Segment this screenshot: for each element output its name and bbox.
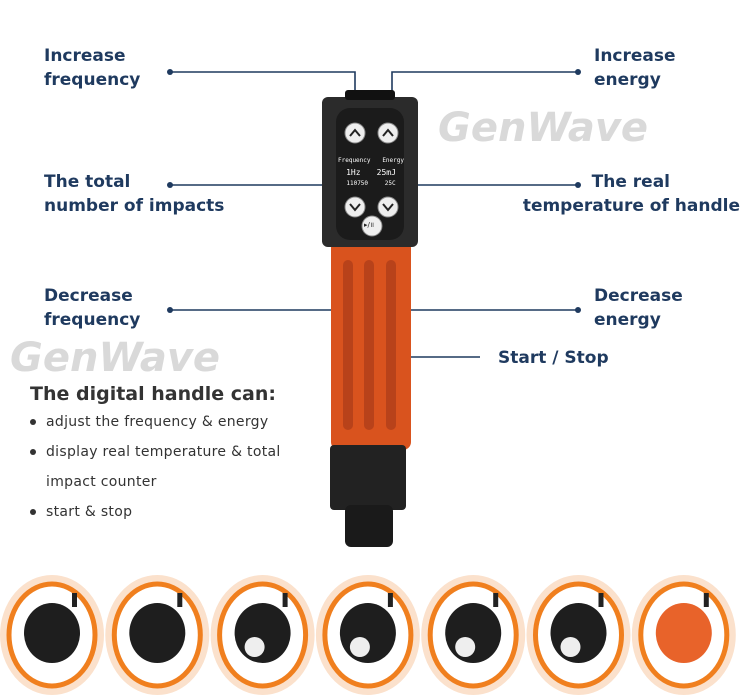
feature-item: adjust the frequency & energy: [30, 414, 268, 430]
head-option-7[interactable]: [631, 575, 736, 695]
handle-base: [330, 445, 406, 510]
watermark-logo: GenWave: [10, 335, 221, 381]
head-option-1[interactable]: [0, 575, 104, 695]
freq-value: 1Hz: [346, 168, 361, 177]
head-option-2[interactable]: [105, 575, 210, 695]
freq-label: Frequency: [338, 157, 371, 164]
play-pause-icon[interactable]: ▸/॥: [364, 221, 375, 229]
display-screen: Frequency Energy 1Hz 25mJ 110750 25C: [338, 157, 404, 187]
feature-item: start & stop: [30, 504, 132, 520]
feature-item-cont: impact counter: [46, 474, 157, 490]
head-option-6[interactable]: [526, 575, 631, 695]
impact-counter: 110750: [346, 180, 369, 187]
head-option-5[interactable]: [421, 575, 526, 695]
head-option-3[interactable]: [210, 575, 315, 695]
features-heading: The digital handle can:: [30, 383, 276, 405]
energy-value: 25mJ: [376, 168, 396, 177]
feature-item: display real temperature & total: [30, 444, 281, 460]
energy-label: Energy: [382, 157, 404, 164]
temperature-value: 25C: [384, 180, 396, 187]
label-start-stop: Start / Stop: [498, 348, 609, 368]
head-option-4[interactable]: [315, 575, 420, 695]
watermark-logo: GenWave: [438, 105, 649, 151]
